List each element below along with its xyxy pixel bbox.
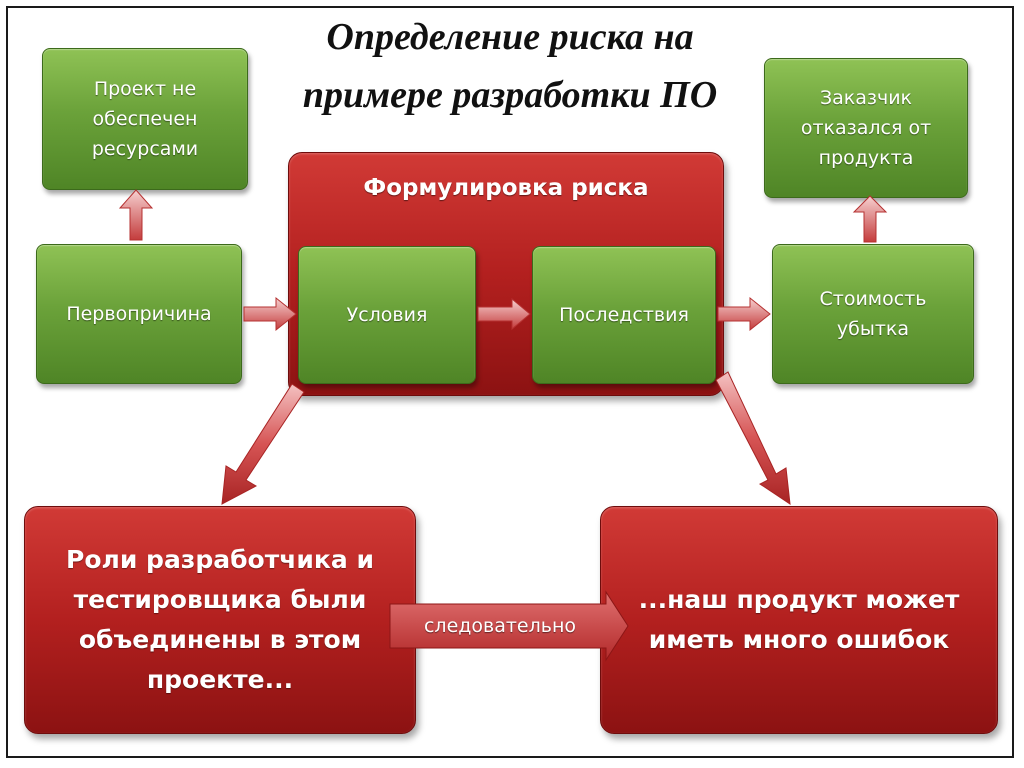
- roles-merged-line-2: тестировщика были: [73, 585, 367, 614]
- project-no-resources-line-1: Проект не: [93, 78, 197, 100]
- project-no-resources-line-2: обеспечен: [92, 108, 198, 130]
- root-cause-label: Первопричина: [66, 303, 212, 325]
- therefore-label: следовательно: [423, 615, 577, 637]
- many-bugs-line-2: иметь много ошибок: [648, 625, 950, 654]
- project-no-resources-box: Проект не обеспечен ресурсами: [42, 48, 248, 190]
- customer-refused-line-3: продукта: [818, 147, 914, 169]
- slide-frame: [6, 6, 1014, 758]
- conditions-box: Условия: [298, 246, 476, 384]
- roles-merged-line-3: объединены в этом: [78, 625, 362, 654]
- root-cause-box: Первопричина: [36, 244, 242, 384]
- many-bugs-box: ...наш продукт может иметь много ошибок: [600, 506, 998, 734]
- risk-statement-label: Формулировка риска: [363, 175, 649, 201]
- title-line-2: примере разработки ПО: [302, 74, 718, 116]
- loss-cost-box: Стоимость убытка: [772, 244, 974, 384]
- loss-cost-line-1: Стоимость: [819, 288, 927, 310]
- roles-merged-box: Роли разработчика и тестировщика были об…: [24, 506, 416, 734]
- customer-refused-line-2: отказался от: [800, 117, 932, 139]
- conditions-label: Условия: [346, 304, 428, 326]
- roles-merged-line-1: Роли разработчика и: [66, 545, 374, 574]
- customer-refused-line-1: Заказчик: [819, 87, 913, 109]
- many-bugs-line-1: ...наш продукт может: [638, 585, 960, 614]
- consequences-box: Последствия: [532, 246, 716, 384]
- loss-cost-line-2: убытка: [836, 318, 910, 340]
- project-no-resources-line-3: ресурсами: [91, 138, 199, 160]
- consequences-label: Последствия: [559, 304, 689, 326]
- customer-refused-box: Заказчик отказался от продукта: [764, 58, 968, 198]
- title-line-1: Определение риска на: [326, 16, 694, 58]
- roles-merged-line-4: проекте...: [146, 665, 294, 694]
- slide-title: Определение риска на примере разработки …: [240, 8, 780, 124]
